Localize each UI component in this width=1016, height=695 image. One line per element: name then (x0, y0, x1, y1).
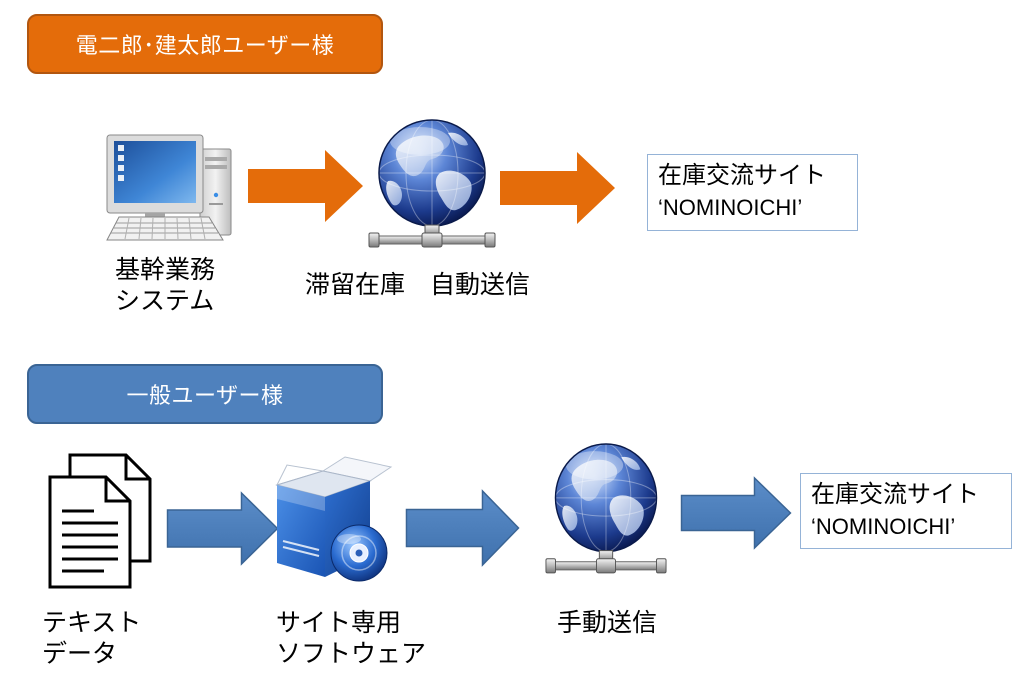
core-system-label-line1: 基幹業務 (115, 256, 216, 284)
general-users-header: 一般ユーザー様 (27, 364, 383, 424)
pro-users-header-text: 電二郎･建太郎ユーザー様 (75, 33, 335, 58)
general-users-header-text: 一般ユーザー様 (126, 383, 284, 408)
flow-arrow-blue-2 (405, 489, 520, 567)
globe-server-icon (368, 117, 496, 253)
flow-arrow-blue-3 (680, 476, 792, 550)
pro-users-header: 電二郎･建太郎ユーザー様 (27, 14, 383, 74)
inventory-site-box: 在庫交流サイト ‘NOMINOICHI’ (800, 473, 1012, 549)
site-title: 在庫交流サイト (811, 481, 979, 508)
manual-send-label: 手動送信 (557, 609, 658, 637)
core-system-label-line2: システム (115, 287, 215, 315)
text-data-label-line1: テキスト (42, 609, 142, 637)
site-name: ‘NOMINOICHI’ (658, 195, 803, 220)
software-box-icon (275, 455, 397, 583)
dedicated-software-label-line1: サイト専用 (276, 609, 402, 637)
globe-server-icon (545, 441, 667, 579)
site-title: 在庫交流サイト (658, 162, 826, 189)
site-name: ‘NOMINOICHI’ (811, 514, 956, 539)
inventory-site-box: 在庫交流サイト ‘NOMINOICHI’ (647, 154, 858, 231)
flow-arrow-orange-1 (248, 150, 363, 222)
text-data-label-line2: データ (42, 640, 118, 668)
document-icon (48, 453, 152, 590)
dedicated-software-label-line2: ソフトウェア (276, 640, 427, 668)
auto-send-label: 滞留在庫 自動送信 (305, 271, 531, 299)
flow-arrow-orange-2 (500, 152, 615, 224)
computer-icon (105, 133, 235, 243)
flow-arrow-blue-1 (166, 491, 279, 566)
